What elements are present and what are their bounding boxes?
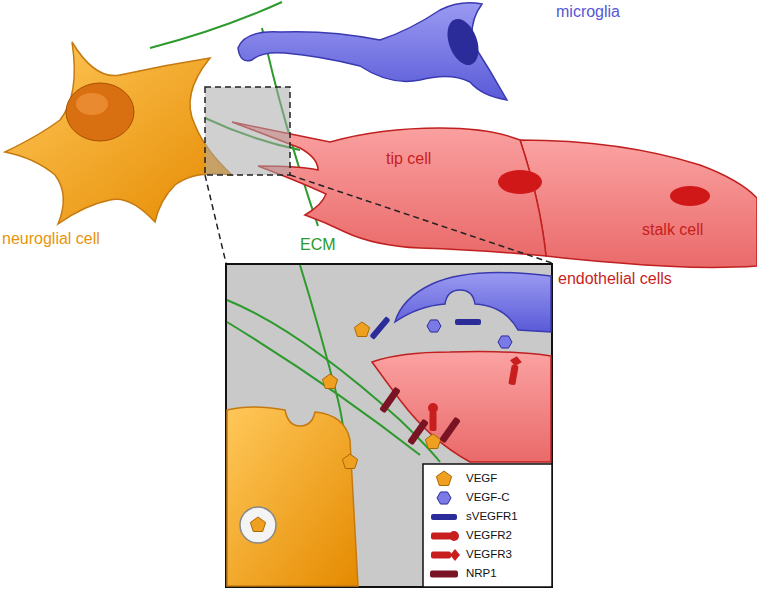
- bar: [430, 571, 458, 578]
- cell-label: neuroglial cell: [2, 230, 104, 251]
- vegfr2-molecule: [428, 403, 438, 431]
- cell-label: microglia: [556, 3, 625, 24]
- bar: [430, 411, 437, 431]
- vegfr2-molecule: [431, 531, 459, 541]
- pentagon: [354, 322, 369, 336]
- nucleus-highlight: [76, 93, 108, 115]
- vegfc-molecule: [498, 336, 512, 348]
- vegf-molecule: [354, 322, 369, 336]
- microglia-detail: [395, 272, 551, 332]
- pentagon: [250, 517, 265, 531]
- diamond: [509, 355, 523, 367]
- tip-cell-detail: [372, 352, 551, 463]
- svegfr1-molecule: [431, 514, 457, 520]
- legend-icons: [430, 471, 460, 578]
- bar: [369, 316, 390, 340]
- zoom-window: [205, 87, 290, 175]
- nrp1-molecule: [407, 419, 429, 446]
- pentagon: [342, 454, 357, 468]
- vegf-molecule: [425, 434, 440, 448]
- molecules: [250, 316, 522, 531]
- cell-nucleus: [66, 83, 134, 141]
- cell-name: stalk cell: [642, 221, 708, 239]
- cell-label: stalk cell: [642, 221, 708, 242]
- bar: [439, 417, 461, 444]
- inset-panel: [226, 264, 552, 587]
- hexagon: [437, 492, 451, 504]
- vegfr3-molecule: [506, 355, 523, 386]
- knob: [428, 403, 438, 413]
- nrp1-molecule: [379, 387, 401, 414]
- neuroglial-cell-body: [5, 42, 232, 224]
- zoom-line: [205, 175, 226, 263]
- cell-name: neuroglial cell: [2, 230, 104, 248]
- ecm-label: ECM: [300, 236, 336, 254]
- hexagon: [427, 320, 441, 332]
- vegfc-molecule: [437, 492, 451, 504]
- vegf-molecule: [436, 471, 451, 485]
- group-label: endothelial cells: [558, 270, 672, 288]
- vegf-molecule: [342, 454, 357, 468]
- cell-nucleus: [498, 170, 542, 194]
- legend-text: VEGFR2: [466, 529, 512, 542]
- nrp1-molecule: [430, 571, 458, 578]
- legend-text: VEGFR3: [466, 548, 512, 561]
- zoom-line: [290, 175, 552, 263]
- bar: [508, 364, 518, 385]
- bar: [431, 514, 457, 520]
- stalk-cell-body: [520, 140, 757, 267]
- bar: [407, 419, 429, 446]
- cell-nucleus: [442, 15, 485, 70]
- cell-name: tip cell: [386, 150, 436, 168]
- diamond: [450, 549, 460, 561]
- legend-text: VEGF: [466, 472, 497, 485]
- legend-text: VEGF-C: [466, 491, 509, 504]
- pentagon: [436, 471, 451, 485]
- secretory-vesicle: [240, 507, 276, 543]
- pentagon: [425, 434, 440, 448]
- cell-name: microglia: [556, 3, 625, 21]
- svegfr1-molecule: [369, 316, 390, 340]
- bar: [379, 387, 401, 414]
- microglia-body: [238, 3, 507, 100]
- vegf-molecule: [250, 517, 265, 531]
- knob: [449, 531, 459, 541]
- pentagon: [322, 374, 337, 388]
- hexagon: [498, 336, 512, 348]
- cell-nucleus: [670, 186, 710, 206]
- bar: [431, 533, 451, 540]
- nrp1-molecule: [439, 417, 461, 444]
- neuroglial-detail: [227, 407, 358, 586]
- vegfc-molecule: [427, 320, 441, 332]
- svegfr1-molecule: [455, 319, 481, 325]
- bar: [455, 319, 481, 325]
- bar: [431, 552, 451, 559]
- cell-label: tip cell: [386, 150, 436, 171]
- vegf-molecule: [322, 374, 337, 388]
- legend-box: [423, 464, 552, 587]
- vegfr3-molecule: [431, 549, 460, 561]
- legend-text: NRP1: [466, 567, 497, 580]
- legend-text: sVEGFR1: [466, 510, 518, 523]
